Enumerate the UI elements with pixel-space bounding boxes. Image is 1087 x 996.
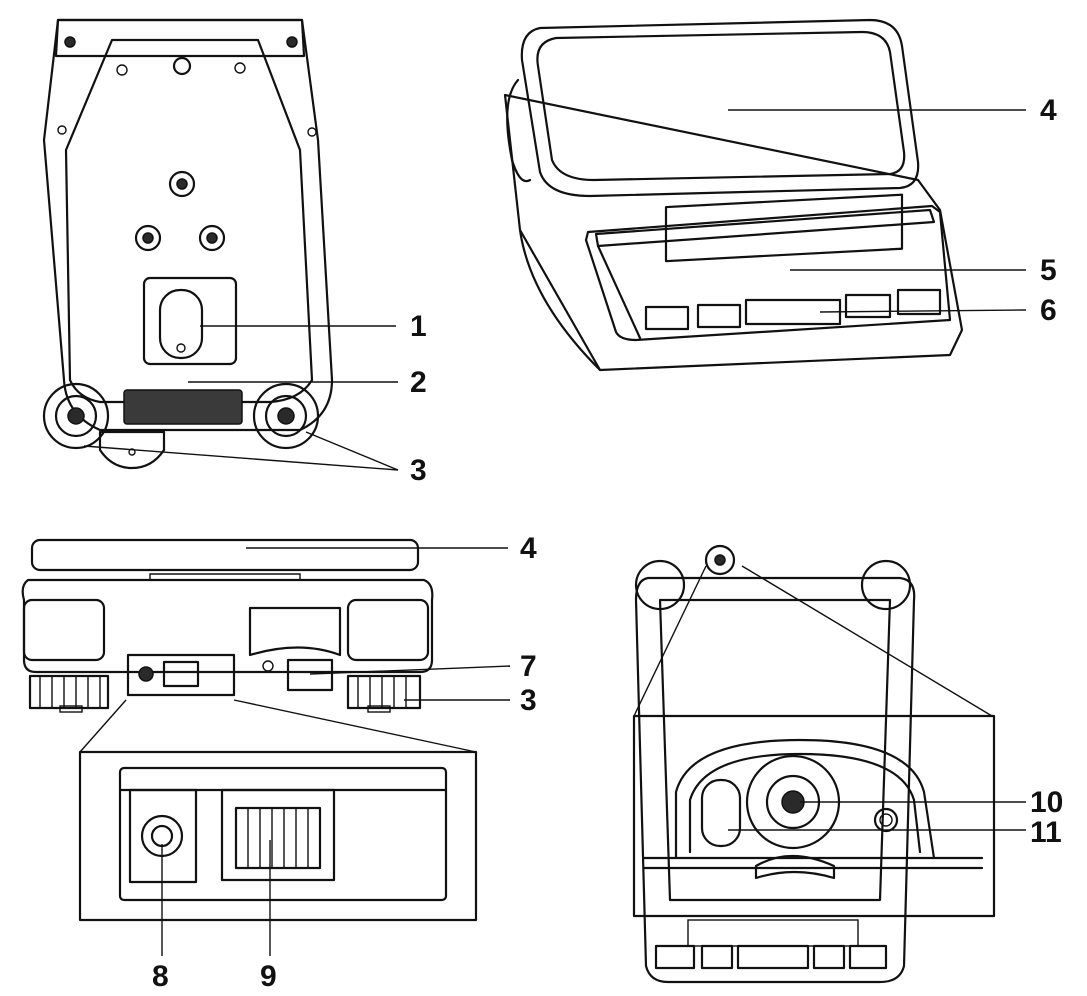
callout-1: 1	[410, 310, 427, 343]
side-view	[21, 538, 478, 922]
callout-10: 10	[1030, 786, 1063, 819]
callout-9: 9	[260, 960, 277, 993]
callout-5: 5	[1040, 254, 1057, 287]
callout-4-perspective: 4	[1040, 94, 1057, 127]
callout-6: 6	[1040, 294, 1057, 327]
callout-2: 2	[410, 366, 427, 399]
callout-11: 11	[1030, 816, 1062, 849]
callout-8: 8	[152, 960, 169, 993]
underside-view	[632, 544, 996, 984]
bottom-view	[42, 18, 334, 470]
callout-labels: 1 2 3 4 5 6 4 7 3 8 9 10 11	[152, 94, 1063, 993]
leader-lines	[83, 109, 1027, 956]
callout-4-side-view: 4	[520, 532, 537, 565]
perspective-view	[503, 18, 964, 372]
callout-3-bottom-view: 3	[410, 454, 427, 487]
callout-7: 7	[520, 650, 537, 683]
callout-3-side-view: 3	[520, 684, 537, 717]
